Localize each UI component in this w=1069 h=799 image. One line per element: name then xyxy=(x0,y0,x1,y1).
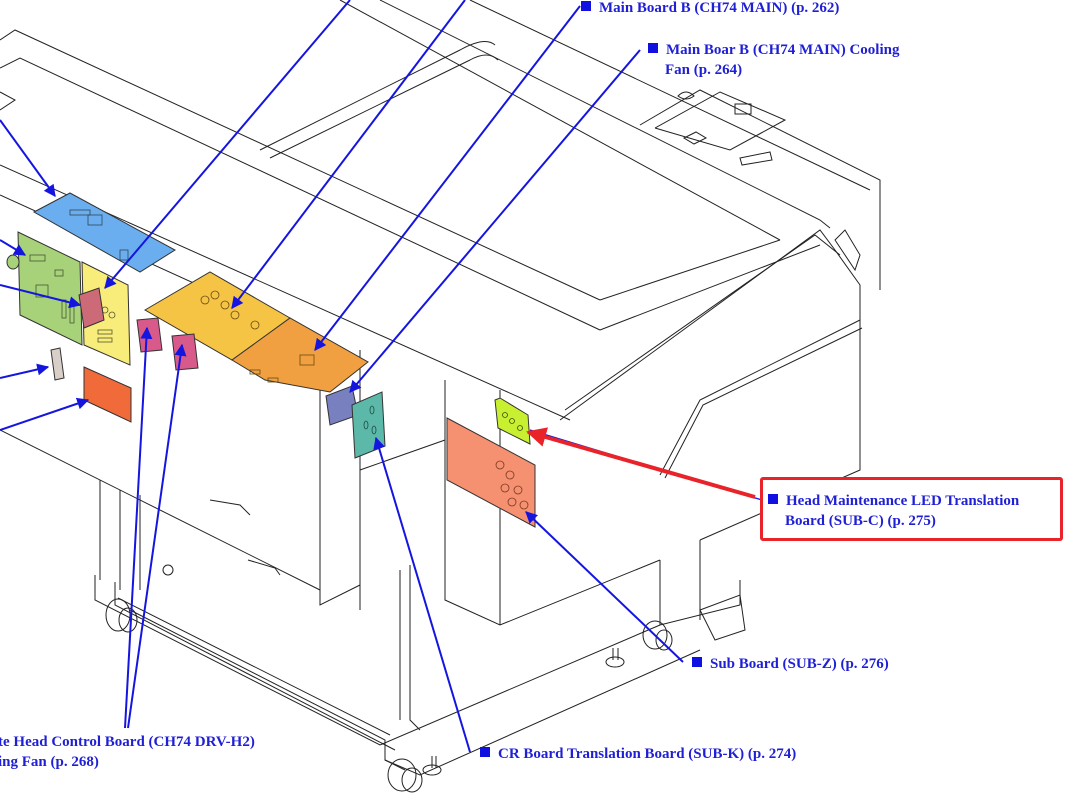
highlight-arrow xyxy=(526,427,756,499)
board-blue xyxy=(32,192,176,273)
callout-text-line2: Board (SUB-C) (p. 275) xyxy=(785,513,936,529)
leader-lines xyxy=(0,0,763,753)
bullet-icon xyxy=(768,494,778,504)
leader-line xyxy=(124,326,153,729)
callout-text: Sub Board (SUB-Z) (p. 276) xyxy=(710,656,889,672)
board-green xyxy=(17,231,83,346)
leader-line xyxy=(231,0,466,309)
fan-pink-1 xyxy=(136,317,163,353)
leader-line xyxy=(349,49,641,393)
leader-line xyxy=(0,239,27,256)
callout-sub-board-z[interactable]: Sub Board (SUB-Z) (p. 276) xyxy=(692,654,889,674)
leader-line xyxy=(127,343,187,729)
fan-pink-2 xyxy=(171,333,199,371)
callout-text-line2: Fan (p. 264) xyxy=(665,62,743,78)
leader-line xyxy=(0,119,56,197)
callout-text: Main Boar B (CH74 MAIN) Cooling xyxy=(666,42,900,58)
callout-head-control-board[interactable]: te Head Control Board (CH74 DRV-H2) ing … xyxy=(0,732,255,772)
callout-text: CR Board Translation Board (SUB-K) (p. 2… xyxy=(498,746,797,762)
leader-line xyxy=(525,511,684,663)
callout-text-line2: ing Fan (p. 268) xyxy=(0,754,99,770)
printer-body xyxy=(0,0,881,793)
fan-rose xyxy=(78,287,105,329)
board-red-orange xyxy=(83,366,132,423)
callout-head-maintenance-led[interactable]: Head Maintenance LED Translation Board (… xyxy=(768,491,1019,531)
callout-text: te Head Control Board (CH74 DRV-H2) xyxy=(0,734,255,750)
leader-line xyxy=(314,5,581,351)
bullet-icon xyxy=(581,1,591,11)
callout-text: Head Maintenance LED Translation xyxy=(786,493,1020,509)
callout-cr-board-translation[interactable]: CR Board Translation Board (SUB-K) (p. 2… xyxy=(480,744,796,764)
leader-line xyxy=(0,284,82,309)
boards xyxy=(6,192,536,528)
callout-main-board-b[interactable]: Main Board B (CH74 MAIN) (p. 262) xyxy=(581,0,839,18)
highlight-box xyxy=(760,477,1063,541)
part-grey xyxy=(50,347,65,381)
bullet-icon xyxy=(480,747,490,757)
bullet-icon xyxy=(648,43,658,53)
callout-text: Main Board B (CH74 MAIN) (p. 262) xyxy=(599,0,840,16)
bullet-icon xyxy=(692,657,702,667)
leader-line xyxy=(373,436,471,753)
callout-main-board-b-cooling-fan[interactable]: Main Boar B (CH74 MAIN) Cooling Fan (p. … xyxy=(648,40,899,80)
board-salmon xyxy=(446,417,536,528)
leader-line xyxy=(104,0,351,289)
leader-line xyxy=(0,363,50,379)
leader-line xyxy=(0,397,90,431)
